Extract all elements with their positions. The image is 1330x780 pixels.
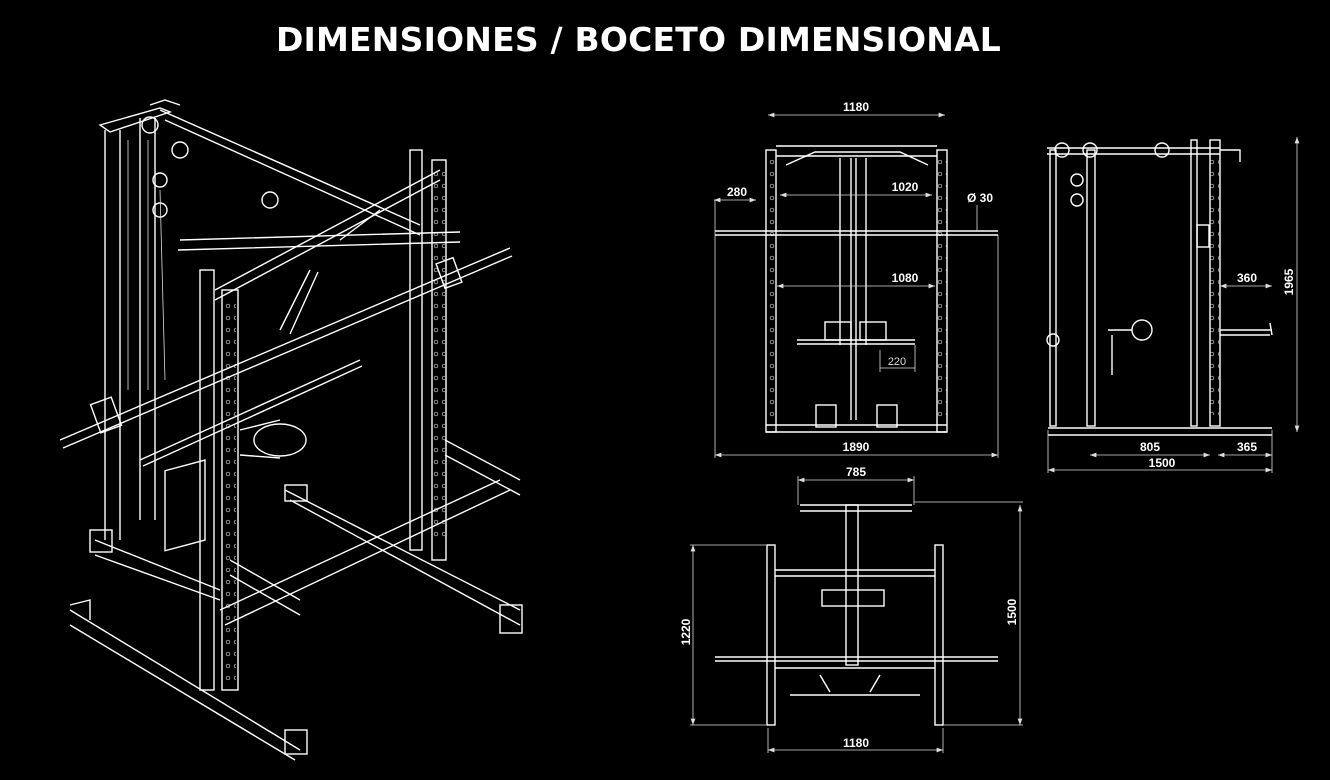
front-view: 1180 1020 280 Ø 30 1080 220 1890 bbox=[714, 100, 999, 458]
dim-base-rear: 805 bbox=[1140, 440, 1160, 454]
dim-safety-arm-depth: 360 bbox=[1237, 271, 1257, 285]
dim-top-width: 1180 bbox=[843, 736, 869, 750]
dim-total-depth: 1500 bbox=[1149, 456, 1176, 470]
dim-handle-length: 220 bbox=[888, 356, 906, 368]
dim-depth-inner: 1220 bbox=[679, 618, 693, 645]
dim-bar-total-length: 1890 bbox=[843, 440, 870, 454]
isometric-rack-view bbox=[59, 99, 523, 761]
dim-base-front: 365 bbox=[1237, 440, 1257, 454]
dim-height: 1965 bbox=[1282, 268, 1296, 295]
page-title: DIMENSIONES / BOCETO DIMENSIONAL bbox=[275, 20, 1002, 59]
dim-depth-total: 1500 bbox=[1005, 598, 1019, 625]
dim-front-width: 1180 bbox=[843, 100, 869, 114]
dim-bar-overhang: 280 bbox=[727, 185, 747, 199]
dim-bar-diameter: Ø 30 bbox=[967, 191, 993, 205]
side-view: 1965 360 805 365 1500 bbox=[1046, 137, 1300, 473]
top-view: 785 1220 1500 1180 bbox=[679, 465, 1023, 753]
dim-front-inner-lower: 1080 bbox=[892, 271, 919, 285]
dim-front-inner-upper: 1020 bbox=[892, 180, 919, 194]
dim-pulldown-bar: 785 bbox=[846, 465, 866, 479]
